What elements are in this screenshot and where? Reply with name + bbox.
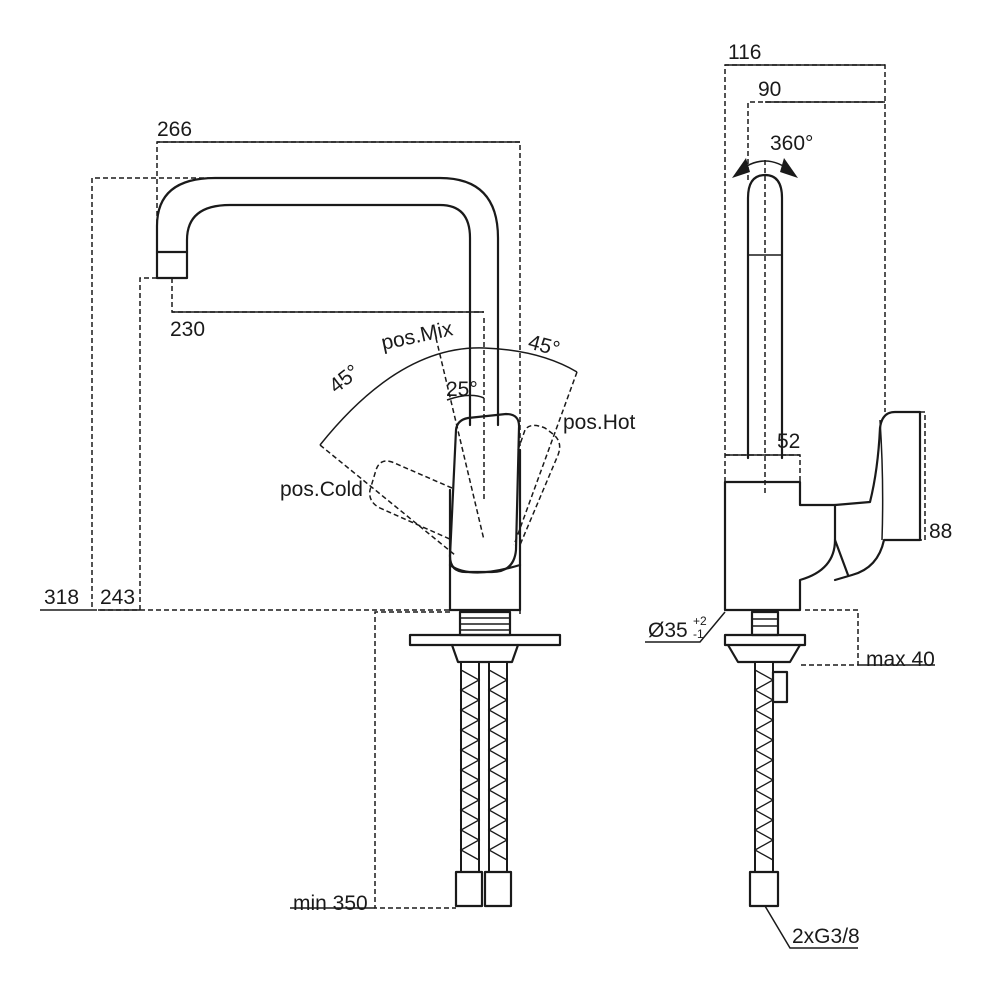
front-lever-mix	[448, 412, 521, 574]
front-mix-arc	[446, 394, 485, 401]
side-hose	[754, 661, 774, 873]
label-dim-diameter-tol-minus: -1	[693, 627, 704, 641]
front-dim-230	[171, 278, 484, 313]
label-pos-hot: pos.Hot	[563, 411, 636, 434]
front-mix-axis	[435, 337, 485, 541]
front-lever-hot	[517, 424, 561, 546]
label-dim-88: 88	[929, 520, 952, 543]
front-mounting-plate	[408, 633, 562, 647]
side-hose-fitting-small	[771, 670, 789, 704]
front-dim-243	[139, 277, 157, 610]
front-mounting-nut	[450, 643, 520, 664]
label-angle-45-right: 45°	[526, 331, 563, 361]
front-hose-left	[460, 661, 480, 873]
front-dim-266	[156, 141, 521, 615]
label-dim-90: 90	[758, 78, 781, 101]
side-dim-52	[725, 454, 801, 482]
front-hot-axis	[513, 371, 578, 546]
side-dim-diameter-leader	[645, 611, 726, 643]
front-spout-outlet	[155, 250, 189, 280]
label-rotation-360: 360°	[770, 132, 813, 155]
side-dim-90	[747, 101, 885, 180]
side-hose-fitting	[748, 870, 780, 908]
side-spout-outer	[746, 173, 784, 460]
front-hose-fitting-right	[483, 870, 513, 908]
label-dim-connection: 2xG3/8	[792, 925, 860, 948]
label-dim-230: 230	[170, 318, 205, 341]
front-lever-cold	[368, 460, 453, 541]
label-angle-25: 25°	[446, 378, 478, 401]
side-view: 116 90 360° 52 88 Ø35 +2 -1 max 40 2xG3/…	[645, 41, 952, 949]
front-hose-braid-right	[487, 669, 509, 861]
side-hose-braid	[753, 669, 775, 861]
label-dim-243: 243	[100, 586, 135, 609]
front-cold-axis	[319, 444, 456, 556]
label-dim-116: 116	[728, 41, 761, 64]
label-dim-350: min 350	[293, 892, 368, 915]
front-rotation-arc	[319, 347, 578, 446]
side-lever	[833, 410, 922, 582]
front-view: 266 230 318 243 min 350 pos.Mix 45° 45° …	[40, 118, 636, 915]
side-mounting-plate	[723, 633, 807, 647]
front-dim-318	[91, 177, 450, 611]
front-dim-350	[374, 611, 456, 909]
front-spout-inner	[185, 203, 472, 427]
side-rotation-arrow-left	[732, 158, 750, 178]
side-dim-88	[900, 411, 926, 541]
label-dim-diameter-tol-plus: +2	[693, 614, 707, 628]
front-spout-outer	[155, 176, 500, 427]
front-hose-right	[488, 661, 508, 873]
side-lever-face	[879, 419, 884, 541]
side-body	[723, 480, 837, 612]
side-rotation-arrow-right	[780, 158, 798, 178]
label-dim-diameter: Ø35	[648, 619, 688, 642]
label-dim-318: 318	[44, 586, 79, 609]
front-body	[448, 448, 522, 612]
side-mounting-nut	[726, 643, 802, 664]
side-lever-gap	[833, 538, 850, 577]
side-dim-connection-leader	[764, 905, 858, 949]
label-pos-mix: pos.Mix	[379, 317, 455, 355]
front-hose-braid-left	[459, 669, 481, 861]
label-pos-cold: pos.Cold	[280, 478, 363, 501]
label-dim-max40: max 40	[866, 648, 935, 671]
side-stud	[750, 610, 780, 637]
label-dim-266: 266	[157, 118, 192, 141]
front-hose-fitting-left	[454, 870, 484, 908]
side-dim-max40	[800, 609, 859, 666]
label-dim-52: 52	[777, 430, 800, 453]
label-angle-45-left: 45°	[325, 360, 364, 398]
